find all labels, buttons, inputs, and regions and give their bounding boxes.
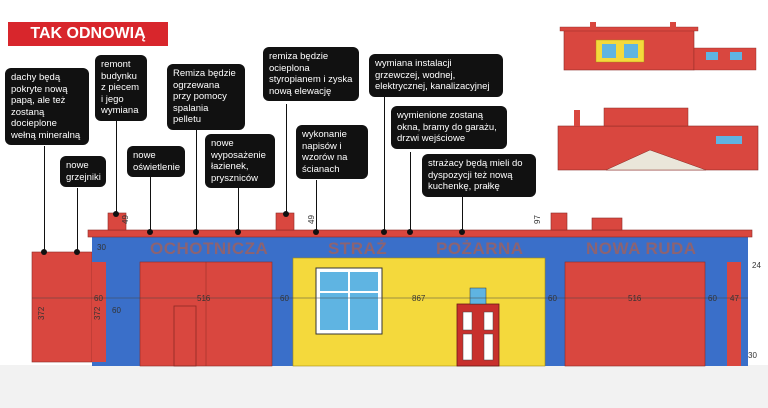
- dim-label: 60: [94, 294, 103, 303]
- dim-label: 60: [548, 294, 557, 303]
- dim-label: 24: [752, 261, 761, 270]
- note-insulation: remiza będzie ocieplona styropianem i zy…: [263, 47, 359, 101]
- dim-label: 97: [533, 215, 542, 224]
- dim-label: 60: [280, 294, 289, 303]
- dim-label: 516: [628, 294, 642, 303]
- note-doors: wymienione zostaną okna, bramy do garażu…: [391, 106, 507, 149]
- dim-label: 30: [748, 351, 757, 360]
- note-installations: wymiana instalacji grzewczej, wodnej, el…: [369, 54, 503, 97]
- dim-label: 372: [37, 306, 46, 320]
- dim-label: 49: [121, 215, 130, 224]
- note-heating: Remiza będzie ogrzewana przy pomocy spal…: [167, 64, 245, 130]
- dim-label: 60: [708, 294, 717, 303]
- note-lighting: nowe oświetlenie: [127, 146, 185, 177]
- note-roof: dachy będą pokryte nową papą, ale też zo…: [5, 68, 89, 145]
- dim-label: 49: [307, 215, 316, 224]
- dim-label: 30: [97, 243, 106, 252]
- page-title: TAK ODNOWIĄ REMIZĘ: [8, 22, 168, 66]
- thumbnail-front-elevation: [559, 22, 757, 71]
- dim-label: 372: [93, 306, 102, 320]
- dim-label: 60: [112, 306, 121, 315]
- sign-word-1: OCHOTNICZA: [150, 239, 268, 258]
- note-renovation: remont budynku z piecem i jego wymiana: [95, 55, 147, 121]
- dim-label: 516: [197, 294, 211, 303]
- note-signs: wykonanie napisów i wzorów na ścianach: [296, 125, 368, 179]
- dim-label: 47: [730, 294, 739, 303]
- note-kitchen: strażacy będą mieli do dyspozycji też no…: [422, 154, 536, 197]
- thumbnail-side-elevation: [557, 107, 759, 171]
- dim-label: 867: [412, 294, 426, 303]
- sign-word-4: NOWA RUDA: [586, 239, 697, 258]
- sign-word-3: POŻARNA: [436, 239, 524, 258]
- sign-word-2: STRAŻ: [328, 239, 387, 258]
- note-bathrooms: nowe wyposażenie łazienek, pryszniców: [205, 134, 275, 188]
- note-heaters: nowe grzejniki: [60, 156, 106, 187]
